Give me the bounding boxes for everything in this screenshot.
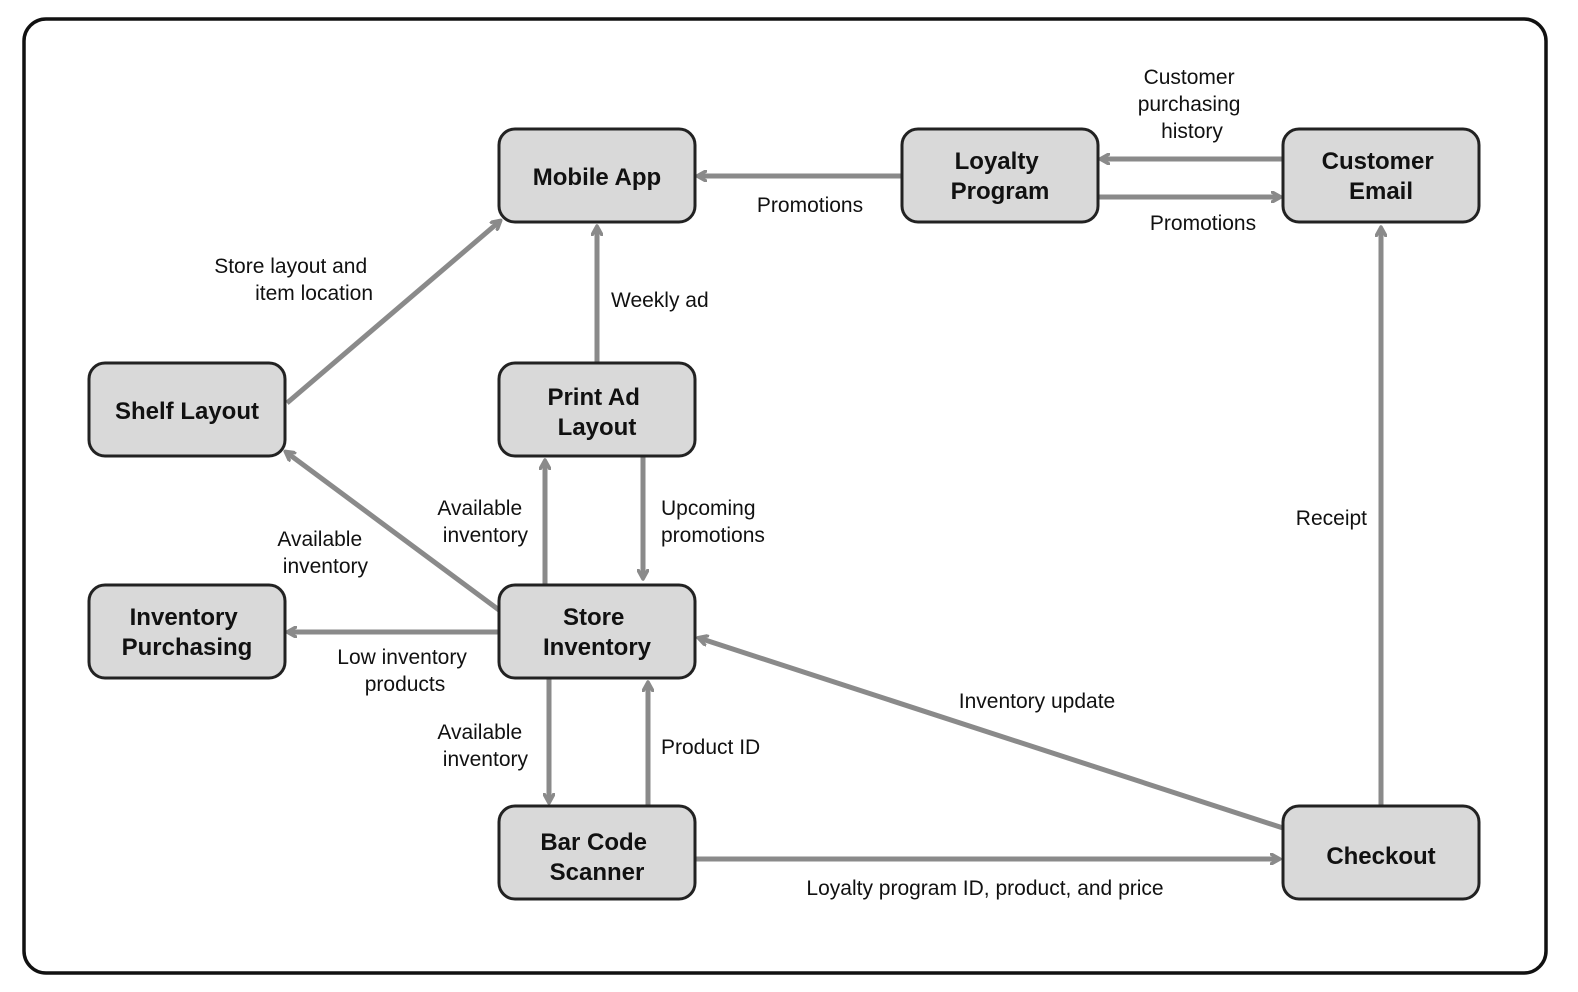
edge-label-shelf-to-mobile: Store layout and item location [214,255,373,305]
edge-label-loyalty-to-email: Promotions [1150,212,1256,235]
node-loyalty-program[interactable]: Loyalty Program [900,127,1100,224]
svg-text:Mobile App: Mobile App [533,164,661,191]
edge-label-printad-to-mobile: Weekly ad [611,289,709,312]
edge-label-inventory-to-printad: Available inventory [437,497,528,547]
nodes: Mobile App Loyalty Program Customer Emai… [87,127,1481,901]
node-store-inventory[interactable]: Store Inventory [497,583,697,680]
node-print-ad-layout[interactable]: Print Ad Layout [497,361,697,458]
svg-text:Print Ad Layout: Print Ad Layout [547,384,646,441]
diagram-frame [22,17,1548,975]
edge-label-printad-to-inventory: Upcoming promotions [661,497,765,547]
edge-shelf-to-mobile [285,221,500,405]
svg-text:Customer Email: Customer Email [1322,148,1441,205]
node-checkout[interactable]: Checkout [1281,804,1481,901]
edge-label-inventory-to-shelf: Available inventory [277,528,368,578]
node-shelf-layout[interactable]: Shelf Layout [87,361,287,458]
svg-text:Checkout: Checkout [1326,843,1435,870]
edge-label-loyalty-to-mobile: Promotions [757,194,863,217]
edges: Promotions Customer purchasing history P… [214,66,1381,900]
edge-label-email-to-loyalty: Customer purchasing history [1138,66,1247,143]
node-bar-code-scanner[interactable]: Bar Code Scanner [497,804,697,901]
edge-label-scanner-to-inventory: Product ID [661,736,760,759]
node-inventory-purchasing[interactable]: Inventory Purchasing [87,583,287,680]
node-mobile-app[interactable]: Mobile App [497,127,697,224]
svg-text:Bar Code Scanner: Bar Code Scanner [540,829,653,886]
edge-inventory-to-shelf [286,452,501,613]
edge-label-inventory-to-scanner: Available inventory [437,721,528,771]
svg-text:Shelf Layout: Shelf Layout [115,398,259,425]
svg-text:Store Inventory: Store Inventory [543,604,652,661]
svg-text:Loyalty Program: Loyalty Program [951,148,1050,205]
edge-label-scanner-to-checkout: Loyalty program ID, product, and price [806,877,1163,900]
edge-checkout-to-inventory [699,638,1284,831]
edge-label-checkout-to-inventory: Inventory update [959,690,1115,713]
edge-label-inventory-to-purchasing: Low inventory products [337,646,472,696]
edge-label-checkout-to-email: Receipt [1296,507,1367,530]
svg-text:Inventory Purchasing: Inventory Purchasing [122,604,253,661]
node-customer-email[interactable]: Customer Email [1281,127,1481,224]
